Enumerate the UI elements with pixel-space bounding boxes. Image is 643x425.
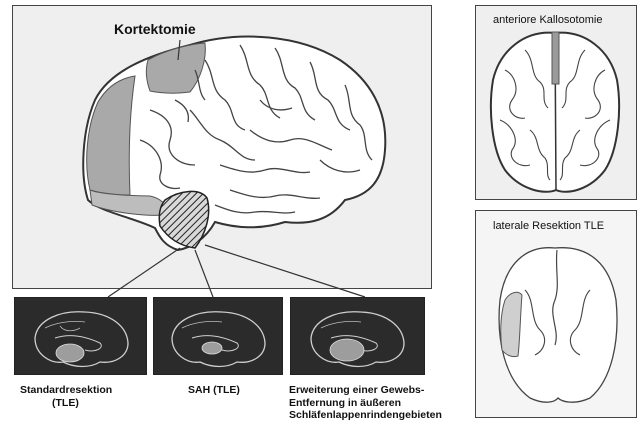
lateral-resection-label: laterale Resektion TLE xyxy=(493,220,604,232)
thumbnail-standard-resection xyxy=(14,297,147,375)
caption-line: SAH (TLE) xyxy=(188,384,288,397)
caption-line: Standardresektion xyxy=(20,384,160,397)
caption-sah: SAH (TLE) xyxy=(188,384,288,397)
thumbnail-extended-resection xyxy=(290,297,425,375)
caption-line: Schläfenlappenrindengebieten xyxy=(289,409,469,422)
resection-area xyxy=(501,292,522,356)
caption-line: Entfernung in äußeren xyxy=(289,397,469,410)
caption-line: Erweiterung einer Gewebs- xyxy=(289,384,469,397)
caption-extended-resection: Erweiterung einer Gewebs- Entfernung in … xyxy=(289,384,469,422)
caption-line: (TLE) xyxy=(20,397,160,410)
caption-standard-resection: Standardresektion (TLE) xyxy=(20,384,160,409)
thumbnail-sah xyxy=(153,297,283,375)
